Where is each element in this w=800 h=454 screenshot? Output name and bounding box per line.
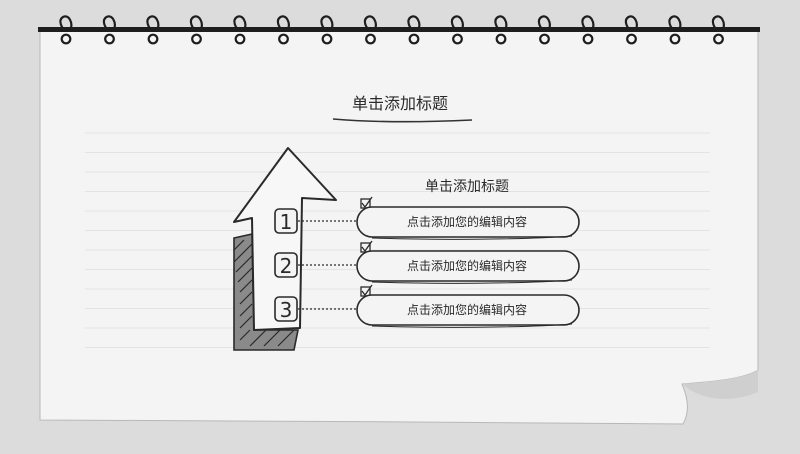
spiral-ring-icon bbox=[407, 15, 421, 45]
spiral-ring-icon bbox=[494, 15, 508, 45]
step-item: 1 点击添加您的编辑内容 bbox=[274, 196, 580, 240]
step-number: 1 bbox=[280, 210, 293, 234]
spiral-ring-icon bbox=[537, 15, 551, 45]
page-curl-shadow bbox=[682, 370, 758, 399]
step-item: 3 点击添加您的编辑内容 bbox=[274, 284, 580, 328]
spiral-ring-icon bbox=[189, 15, 203, 45]
step-text: 点击添加您的编辑内容 bbox=[407, 302, 527, 317]
step-capsule bbox=[356, 250, 580, 282]
step-number-box bbox=[274, 296, 298, 322]
arrow-hatching bbox=[233, 239, 295, 347]
step-text: 点击添加您的编辑内容 bbox=[407, 258, 527, 273]
spiral-ring-icon bbox=[59, 15, 73, 45]
step-text: 点击添加您的编辑内容 bbox=[407, 214, 527, 229]
capsule-sketch-line bbox=[371, 235, 573, 240]
step-list: 1 点击添加您的编辑内容 2 点击添加您的编辑内容 3 点击添加您的编辑内容 bbox=[274, 196, 580, 328]
spiral-ring-icon bbox=[276, 15, 290, 45]
step-number: 2 bbox=[280, 254, 293, 278]
step-capsule bbox=[356, 294, 580, 326]
spiral-ring-icon bbox=[146, 15, 160, 45]
step-number: 3 bbox=[280, 298, 293, 322]
spiral-rings bbox=[59, 15, 725, 45]
binding-bar bbox=[38, 27, 760, 32]
arrow-body bbox=[233, 147, 337, 331]
capsule-sketch-line bbox=[371, 279, 573, 284]
step-capsule bbox=[356, 206, 580, 238]
spiral-ring-icon bbox=[668, 15, 682, 45]
title-underline bbox=[332, 118, 473, 123]
spiral-ring-icon bbox=[102, 15, 116, 45]
spiral-ring-icon bbox=[711, 15, 725, 45]
spiral-ring-icon bbox=[624, 15, 638, 45]
capsule-sketch-line bbox=[371, 323, 573, 328]
step-number-box bbox=[274, 252, 298, 278]
spiral-ring-icon bbox=[450, 15, 464, 45]
up-arrow-icon bbox=[233, 147, 337, 351]
diagram-heading: 单击添加标题 bbox=[425, 179, 509, 195]
step-item: 2 点击添加您的编辑内容 bbox=[274, 240, 580, 284]
step-number-box bbox=[274, 208, 298, 234]
spiral-ring-icon bbox=[320, 15, 334, 45]
slide-title: 单击添加标题 bbox=[352, 94, 448, 113]
spiral-ring-icon bbox=[363, 15, 377, 45]
spiral-ring-icon bbox=[233, 15, 247, 45]
spiral-ring-icon bbox=[581, 15, 595, 45]
